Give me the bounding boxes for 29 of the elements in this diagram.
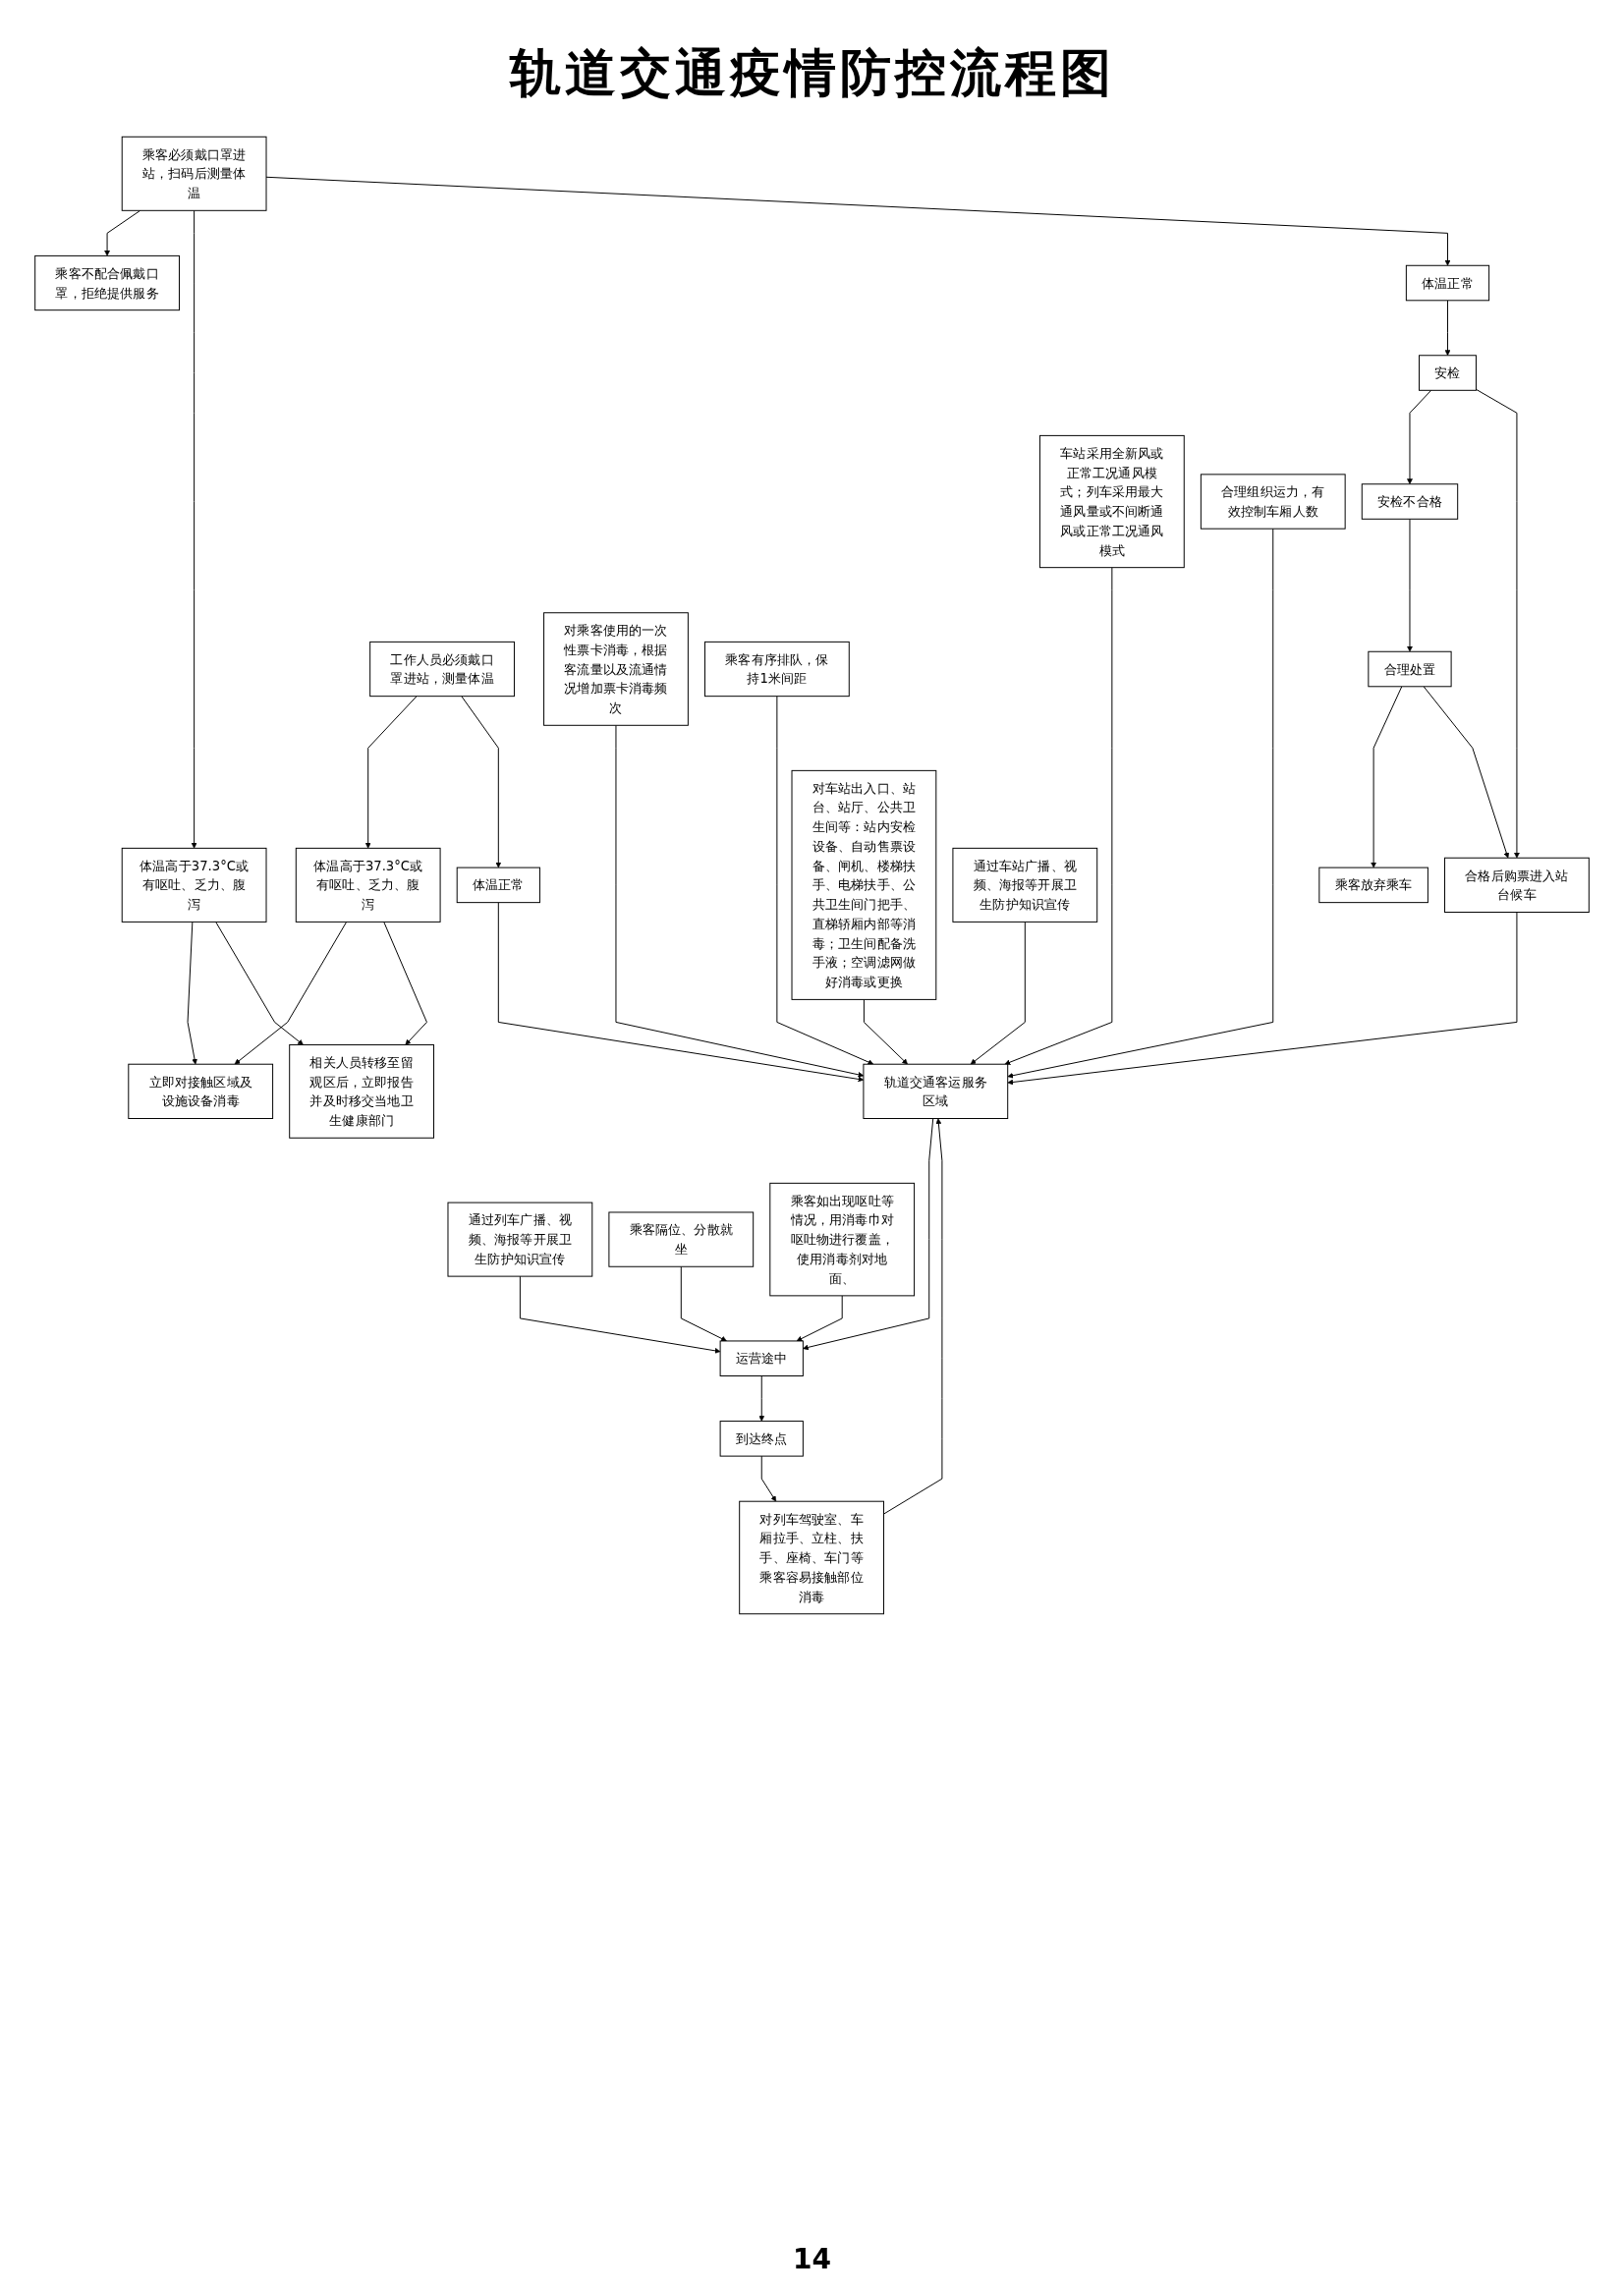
process-box: 相关人员转移至留观区后，立即报告并及时移交当地卫生健康部门: [289, 1043, 434, 1139]
process-box: 合格后购票进入站台候车: [1444, 857, 1590, 913]
process-box: 轨道交通客运服务区域: [863, 1063, 1009, 1119]
process-box: 乘客必须戴口罩进站，扫码后测量体温: [121, 136, 267, 211]
process-box: 对车站出入口、站台、站厅、公共卫生间等：站内安检设备、自动售票设备、闸机、楼梯扶手、电梯扶手、公共卫生间门把手、直梯轿厢内部等消毒；卫生间配备洗手液；空调滤网做好消毒或更换: [791, 769, 937, 1000]
process-box: 体温高于37.3°C或有呕吐、乏力、腹泻: [121, 847, 267, 923]
process-box: 工作人员必须戴口罩进站，测量体温: [369, 641, 515, 698]
process-box: 安检不合格: [1361, 483, 1459, 520]
process-box: 乘客放弃乘车: [1318, 867, 1428, 904]
process-box: 乘客有序排队，保持1米间距: [704, 641, 850, 698]
page-number: 14: [793, 2243, 831, 2275]
process-box: 体温正常: [456, 867, 540, 904]
process-box: 立即对接触区域及设施设备消毒: [128, 1063, 274, 1119]
process-box: 车站采用全新风或正常工况通风模式；列车采用最大通风量或不间断通风或正常工况通风模式: [1038, 434, 1185, 569]
process-box: 乘客如出现呕吐等情况，用消毒巾对呕吐物进行覆盖，使用消毒剂对地面、: [769, 1182, 916, 1297]
process-box: 合理处置: [1368, 650, 1452, 688]
diagram-title: 轨道交通疫情防控流程图: [509, 42, 1115, 104]
process-box: 安检: [1419, 355, 1477, 391]
process-box: 通过列车广播、视频、海报等开展卫生防护知识宣传: [447, 1202, 593, 1277]
process-box: 对列车驾驶室、车厢拉手、立柱、扶手、座椅、车门等乘客容易接触部位消毒: [739, 1500, 884, 1615]
process-box: 对乘客使用的一次性票卡消毒，根据客流量以及流通情况增加票卡消毒频次: [543, 612, 689, 726]
process-box: 合理组织运力，有效控制车厢人数: [1200, 474, 1346, 530]
process-box: 乘客隔位、分散就坐: [608, 1211, 755, 1267]
process-box: 运营途中: [719, 1340, 804, 1376]
process-box: 体温正常: [1405, 264, 1490, 302]
process-box: 乘客不配合佩戴口罩，拒绝提供服务: [34, 254, 180, 311]
process-box: 通过车站广播、视频、海报等开展卫生防护知识宣传: [952, 847, 1098, 923]
process-box: 到达终点: [719, 1421, 804, 1457]
process-box: 体温高于37.3°C或有呕吐、乏力、腹泻: [295, 847, 441, 923]
